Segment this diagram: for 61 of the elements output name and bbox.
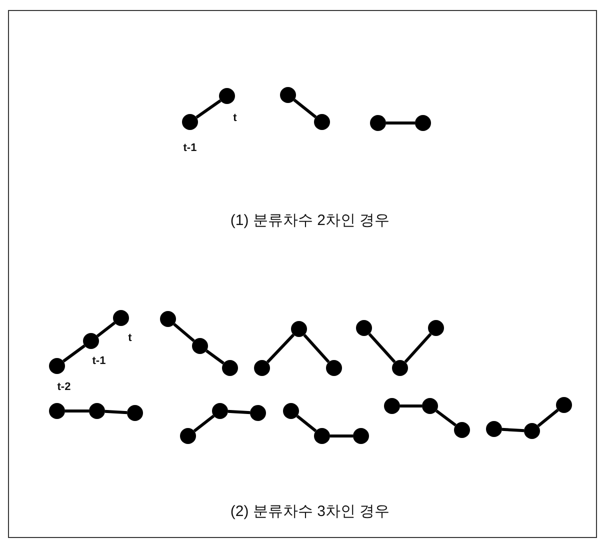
dot — [384, 398, 400, 414]
time-label: t-1 — [183, 142, 197, 154]
connector-line — [173, 323, 195, 342]
dot — [280, 87, 296, 103]
connector-line — [193, 414, 215, 432]
connector-line — [296, 414, 317, 432]
connector-line — [436, 410, 456, 426]
dot — [250, 405, 266, 421]
connector-line — [228, 410, 250, 414]
dot — [415, 115, 431, 131]
dot — [556, 397, 572, 413]
dot — [49, 358, 65, 374]
connector-line — [96, 322, 116, 338]
dot — [314, 428, 330, 444]
connector-line — [293, 98, 317, 118]
dot — [356, 320, 372, 336]
dot — [392, 360, 408, 376]
time-label: t — [128, 332, 132, 344]
dot — [113, 310, 129, 326]
time-label: t-2 — [57, 381, 71, 393]
dot — [192, 338, 208, 354]
dot — [326, 360, 342, 376]
dot — [428, 320, 444, 336]
connector-line — [62, 344, 86, 362]
dot — [182, 114, 198, 130]
connector-line — [266, 334, 295, 364]
connector-line — [303, 334, 330, 364]
dot — [127, 405, 143, 421]
dot — [83, 333, 99, 349]
connector-line — [206, 350, 224, 364]
time-label: t-1 — [92, 355, 106, 367]
dot — [291, 321, 307, 337]
dot — [219, 88, 235, 104]
dot — [524, 423, 540, 439]
connector-line — [502, 428, 524, 432]
connector-line — [404, 332, 432, 364]
caption: (1) 분류차수 2차인 경우 — [230, 212, 390, 230]
dot — [160, 311, 176, 327]
dot — [454, 422, 470, 438]
dot — [353, 428, 369, 444]
connector-line — [400, 404, 422, 408]
dot — [254, 360, 270, 376]
dot — [180, 428, 196, 444]
connector-line — [196, 99, 222, 119]
dot — [222, 360, 238, 376]
connector-line — [368, 332, 396, 364]
caption: (2) 분류차수 3차인 경우 — [230, 503, 390, 521]
dot — [89, 403, 105, 419]
dot — [422, 398, 438, 414]
connector-line — [330, 434, 353, 438]
dot — [486, 421, 502, 437]
connector-line — [65, 410, 89, 412]
dot — [49, 403, 65, 419]
dot — [314, 114, 330, 130]
dot — [370, 115, 386, 131]
time-label: t — [233, 112, 237, 124]
dot — [283, 403, 299, 419]
dot — [212, 403, 228, 419]
connector-line — [537, 408, 559, 428]
connector-line — [386, 122, 415, 124]
connector-line — [104, 410, 128, 414]
